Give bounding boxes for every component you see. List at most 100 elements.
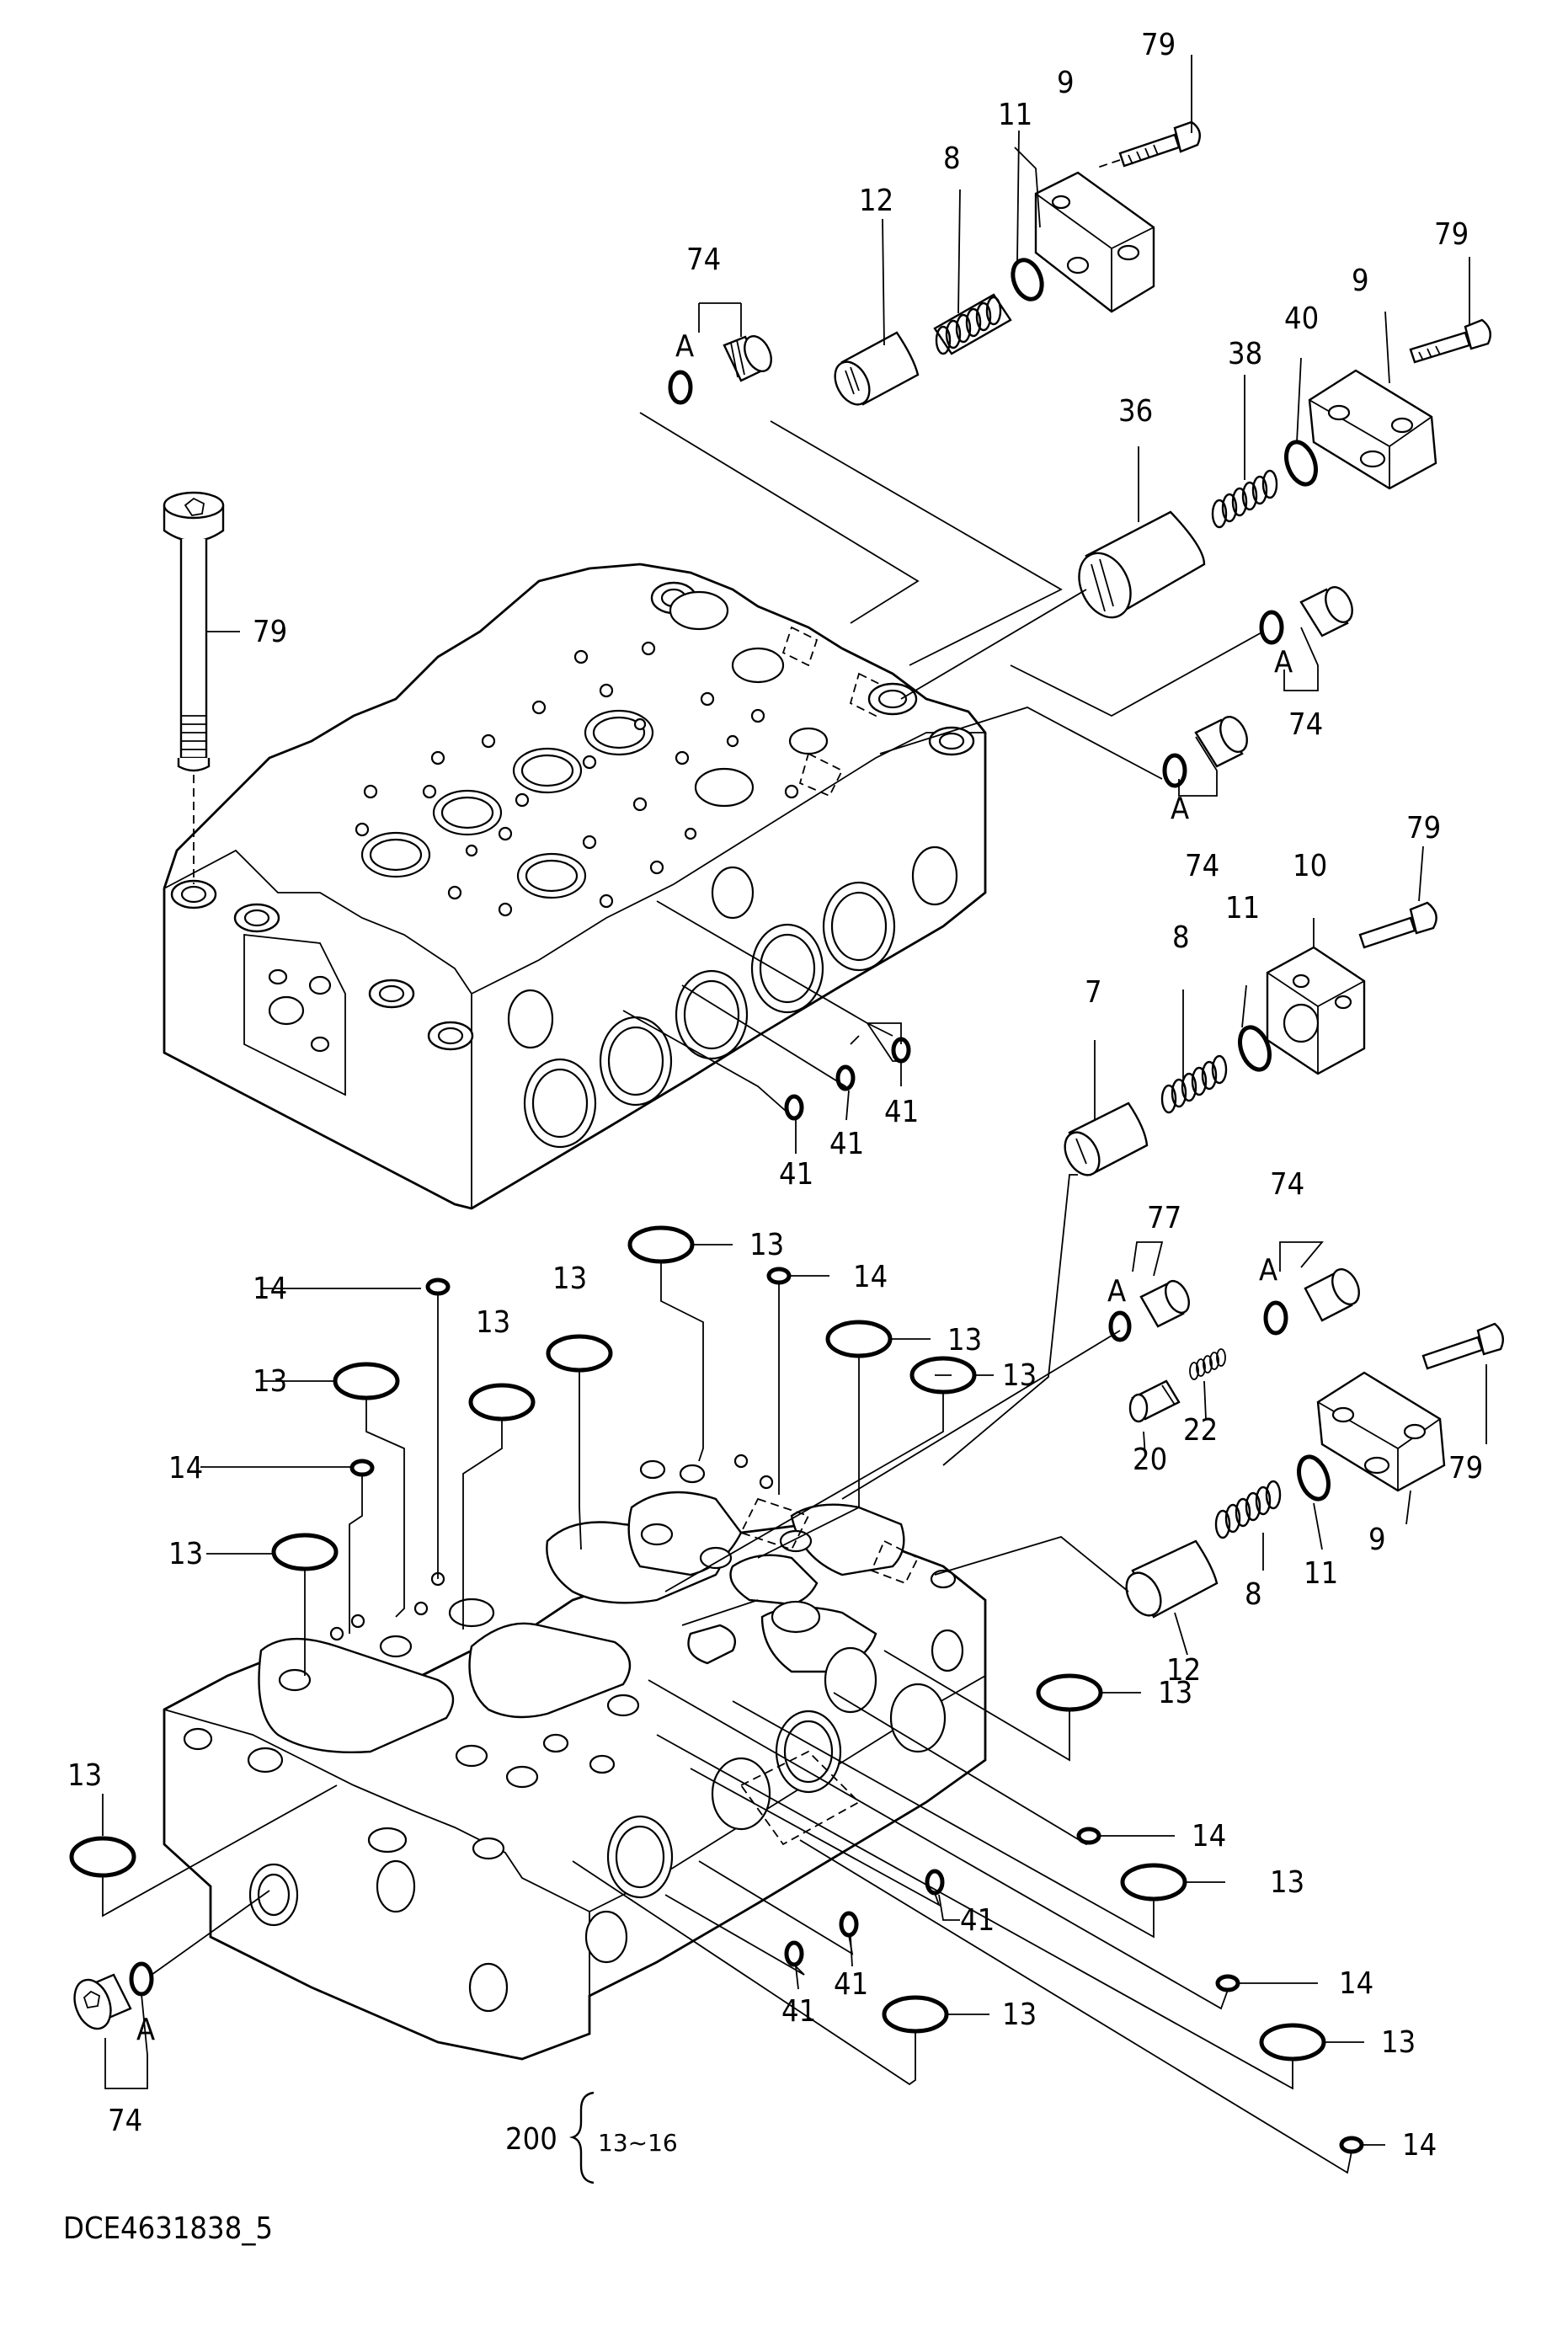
label-9-c: 9: [1368, 1523, 1386, 1557]
label-41-c: 41: [779, 1157, 813, 1192]
label-22: 22: [1183, 1413, 1218, 1448]
label-77-c: 79: [1406, 811, 1441, 845]
leader-75: [841, 1330, 1121, 1500]
label-79: 79: [253, 615, 287, 649]
label-A-c: A: [1171, 792, 1189, 826]
leader-74-middle: [879, 707, 1163, 780]
label-11-c: 11: [1304, 1556, 1338, 1591]
spring-8-lower: [1214, 1480, 1282, 1539]
label-74-a: 74: [686, 243, 721, 277]
plug-75: [1108, 1279, 1190, 1342]
label-41-b: 41: [829, 1127, 864, 1161]
spring-8-mid: [1160, 1054, 1228, 1114]
label-14-f: 14: [1402, 2128, 1437, 2163]
leader-74-lower-left: [151, 1890, 270, 1976]
label-14-b: 14: [253, 1272, 287, 1306]
spring-8-top: [933, 293, 1012, 355]
label-11-a: 11: [998, 98, 1032, 132]
label-13-h: 13: [1158, 1676, 1192, 1710]
plug-74-middle: [1162, 716, 1248, 788]
brace-200: [568, 2091, 595, 2184]
label-20: 20: [1133, 1443, 1167, 1477]
cover-plate-9-mid: [1308, 369, 1437, 490]
part-labels: 79 9 11 8 12 74 A 79 9 40 38 36 79 A 74 …: [63, 28, 1483, 2246]
cover-plate-9-top: [1034, 171, 1155, 313]
label-11-b: 11: [1225, 891, 1260, 925]
o-ring-11-mid: [1238, 1025, 1272, 1072]
label-13-i: 13: [67, 1758, 102, 1793]
label-14-e: 14: [1339, 1966, 1373, 2001]
label-40: 40: [1284, 301, 1319, 336]
label-13-d: 13: [947, 1323, 982, 1358]
plug-74-right-upper: [1259, 586, 1353, 645]
cover-plate-10: [1266, 946, 1366, 1075]
label-77-b: 79: [1434, 217, 1469, 252]
label-12-a: 12: [859, 184, 893, 218]
label-range-13-16: 13~16: [598, 2129, 678, 2157]
label-41-a: 41: [884, 1095, 919, 1129]
label-13-f: 13: [253, 1364, 287, 1399]
spool-7: [1064, 1101, 1149, 1176]
label-41-d: 41: [960, 1903, 995, 1938]
label-14-c: 14: [168, 1451, 203, 1486]
label-14-a: 14: [853, 1260, 888, 1294]
o-ring-11-lower: [1297, 1454, 1331, 1502]
label-13-g: 13: [168, 1537, 203, 1571]
label-75: 77: [1147, 1201, 1181, 1235]
leader-lines: [102, 900, 1352, 2174]
plug-74-lower-right: [1263, 1268, 1360, 1336]
leader-74-top: [639, 412, 920, 624]
label-A-d: A: [1107, 1274, 1126, 1309]
label-13-a: 13: [749, 1228, 784, 1262]
label-8-a: 8: [943, 141, 961, 176]
label-10: 10: [1293, 849, 1327, 883]
bolt-77-lower: [1421, 1322, 1504, 1370]
cover-plate-9-lower: [1316, 1371, 1446, 1492]
socket-head-bolt-79: [163, 491, 225, 884]
label-13-e: 13: [1002, 1358, 1037, 1393]
label-77-d: 79: [1448, 1451, 1483, 1486]
leader-spool-36: [900, 589, 1087, 700]
spool-12-lower: [1125, 1539, 1219, 1619]
label-13-c: 13: [476, 1305, 510, 1340]
poppet-20: [1128, 1379, 1181, 1423]
leader-spool-12: [770, 420, 1063, 666]
label-13-k: 13: [1002, 1998, 1037, 2032]
label-77-a: 79: [1141, 28, 1176, 62]
label-200: 200: [505, 2122, 557, 2157]
leader-74-right: [1010, 631, 1264, 717]
label-74-b: 74: [1288, 707, 1323, 742]
plug-74-top: [668, 335, 772, 405]
spring-22: [1189, 1348, 1226, 1380]
upper-valve-block: [163, 563, 987, 1210]
label-38: 38: [1228, 337, 1262, 371]
bolt-77-mid: [1409, 318, 1491, 364]
spool-36: [1078, 510, 1206, 619]
label-74-c: 74: [1185, 849, 1219, 883]
label-9-a: 9: [1057, 66, 1075, 100]
label-7: 7: [1085, 975, 1102, 1010]
leader-spool-7: [942, 1174, 1078, 1466]
leader-spool-12-lower: [934, 1536, 1129, 1592]
bolt-77-top: [1094, 120, 1201, 169]
label-74-d: 74: [1270, 1167, 1304, 1202]
label-A-a: A: [675, 329, 694, 364]
label-8-c: 8: [1245, 1577, 1262, 1612]
label-41-f: 41: [781, 1994, 816, 2029]
label-14-d: 14: [1192, 1819, 1226, 1854]
label-36: 36: [1118, 394, 1153, 429]
spring-38: [1211, 469, 1278, 529]
label-74-e: 74: [108, 2104, 142, 2138]
o-ring-11-top: [1011, 258, 1044, 301]
label-41-e: 41: [834, 1967, 868, 2002]
label-ticks: [102, 55, 1487, 2146]
label-A-b: A: [1274, 645, 1293, 680]
label-12-b: 12: [1166, 1653, 1201, 1688]
label-A-f: A: [136, 2013, 155, 2047]
label-13-b: 13: [552, 1262, 587, 1296]
label-13-j: 13: [1270, 1865, 1304, 1900]
o-ring-40: [1284, 440, 1318, 487]
label-13-l: 13: [1381, 2025, 1416, 2060]
label-A-e: A: [1259, 1253, 1277, 1288]
